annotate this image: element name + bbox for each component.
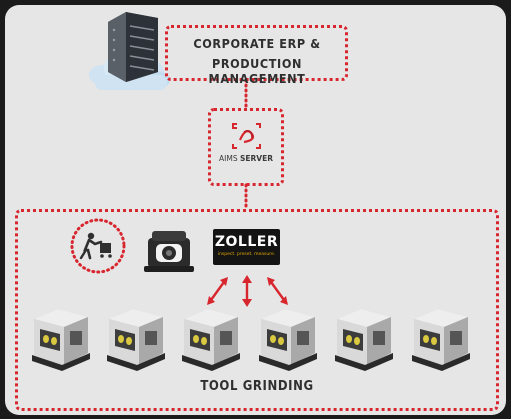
zoller-tagline: inspect. preset. measure. xyxy=(217,252,276,257)
tool-grinding-label: TOOL GRINDING xyxy=(200,379,314,394)
grinding-machine-1 xyxy=(32,309,90,371)
grinding-machine-5 xyxy=(335,309,393,371)
aims-logo-icon xyxy=(232,123,261,149)
aims-label-prefix: AIMS xyxy=(219,154,240,163)
zoller-logo: ZOLLER inspect. preset. measure. xyxy=(213,229,280,265)
server-rack-icon xyxy=(108,12,158,82)
machine-row xyxy=(32,309,470,371)
tool-grinding-box xyxy=(15,209,499,411)
erp-box xyxy=(165,25,348,81)
grinding-machine-6 xyxy=(412,309,470,371)
erp-label-line1: CORPORATE ERP & xyxy=(193,36,321,51)
aims-label-strong: SERVER xyxy=(239,154,273,163)
aims-server-label: AIMS SERVER xyxy=(208,154,284,163)
bidirectional-arrow-icon xyxy=(207,275,288,307)
grinding-machine-4 xyxy=(259,309,317,371)
erp-label-line2: PRODUCTION MANAGEMENT xyxy=(208,56,306,86)
worker-cart-icon xyxy=(70,218,126,274)
aims-server-box xyxy=(208,108,284,186)
grinding-machine-2 xyxy=(107,309,165,371)
tool-holder-icon xyxy=(144,231,194,272)
zoller-brand: ZOLLER xyxy=(214,234,279,250)
grinding-machine-3 xyxy=(182,309,240,371)
